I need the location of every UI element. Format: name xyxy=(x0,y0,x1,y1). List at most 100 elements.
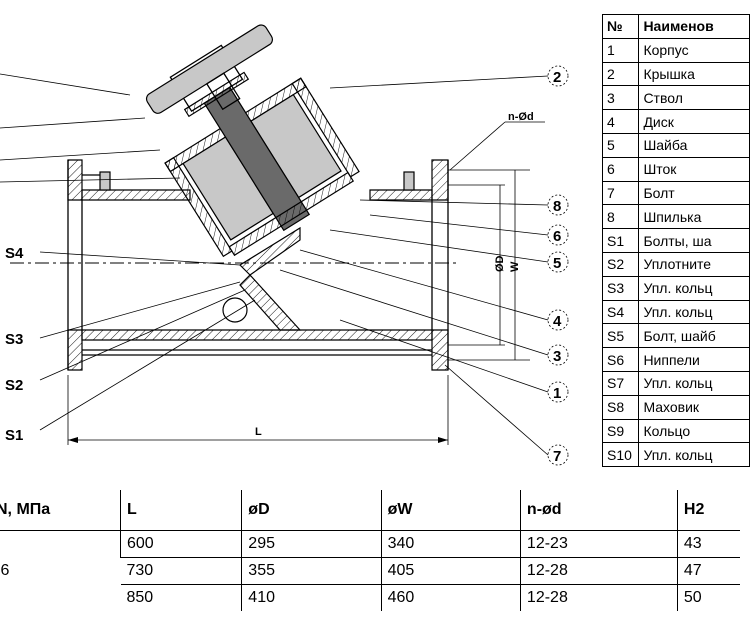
handwheel xyxy=(145,24,273,114)
part-no: 8 xyxy=(601,204,640,230)
part-name: Упл. кольц xyxy=(638,370,750,396)
part-no: S3 xyxy=(601,275,640,301)
dims-header-h2: H2 xyxy=(676,490,740,531)
part-no: S9 xyxy=(601,418,640,444)
dim-cell: 295 xyxy=(241,530,382,558)
dim-cell: 43 xyxy=(676,530,740,558)
dimensions-table: N, МПа L øD øW n-ød H2 ,6 600 295 340 12… xyxy=(0,490,740,611)
part-name: Шпилька xyxy=(638,204,750,230)
dims-header-nd: n-ød xyxy=(519,490,678,531)
part-name: Ниппели xyxy=(638,347,750,372)
part-no: S5 xyxy=(601,323,640,349)
dim-cell: 355 xyxy=(241,557,382,585)
part-no: S10 xyxy=(601,442,640,468)
table-row: ,6 600 295 340 12-23 43 xyxy=(0,530,740,611)
part-no: 1 xyxy=(601,37,640,63)
dim-cell: 50 xyxy=(676,584,740,611)
valve-body xyxy=(67,159,449,371)
left-callout-leaders xyxy=(0,73,256,431)
od-label: ØD xyxy=(494,255,506,272)
parts-header-no: № xyxy=(601,14,640,39)
callout-7: 7 xyxy=(553,448,561,465)
part-name: Болты, ша xyxy=(638,228,750,253)
callout-3: 3 xyxy=(553,348,561,365)
part-no: S2 xyxy=(601,251,640,277)
part-no: S8 xyxy=(601,394,640,420)
dim-cell: 460 xyxy=(380,584,521,611)
dims-header-row: N, МПа L øD øW n-ød H2 xyxy=(0,490,740,531)
part-name: Упл. кольц xyxy=(638,442,750,468)
part-no: 4 xyxy=(601,109,640,134)
length-label: L xyxy=(255,426,262,438)
dim-cell: 12-28 xyxy=(519,557,678,585)
dims-header-od: øD xyxy=(241,490,382,531)
callout-2: 2 xyxy=(553,69,561,86)
dims-header-l: L xyxy=(119,490,242,531)
callout-1: 1 xyxy=(553,385,561,402)
callout-4: 4 xyxy=(553,313,562,330)
right-callout-circles xyxy=(547,65,569,466)
callout-s4: S4 xyxy=(5,245,24,262)
part-no: 6 xyxy=(601,156,640,182)
dims-header-ow: øW xyxy=(380,490,521,531)
part-no: 3 xyxy=(601,85,640,111)
part-no: 5 xyxy=(601,132,640,158)
part-name: Маховик xyxy=(638,394,750,420)
part-name: Шайба xyxy=(638,132,750,158)
part-no: S7 xyxy=(601,370,640,396)
dim-cell: 730 xyxy=(120,557,242,585)
nd-label: n-Ød xyxy=(508,111,534,123)
dim-cell: 410 xyxy=(241,584,382,611)
table-row: 730 355 405 12-28 47 xyxy=(0,557,740,585)
right-callout-leaders xyxy=(279,75,549,456)
part-name: Упл. кольц xyxy=(638,275,750,301)
dimension-lines xyxy=(67,121,545,445)
callout-6: 6 xyxy=(553,228,561,245)
callout-s1: S1 xyxy=(5,427,23,444)
dims-header-pn: N, МПа xyxy=(0,501,51,518)
part-no: S6 xyxy=(601,347,640,372)
part-no: S1 xyxy=(601,228,640,253)
part-name: Упл. кольц xyxy=(638,299,750,325)
dim-cell: 850 xyxy=(120,584,242,611)
callout-s2: S2 xyxy=(5,377,23,394)
dim-cell: 47 xyxy=(676,557,740,585)
part-name: Ствол xyxy=(638,85,750,111)
part-name: Корпус xyxy=(638,37,750,63)
callout-5: 5 xyxy=(553,255,561,272)
table-row: 850 410 460 12-28 50 xyxy=(0,584,740,611)
callout-8: 8 xyxy=(553,198,561,215)
part-name: Шток xyxy=(638,156,750,182)
dim-cell: 600 xyxy=(119,530,242,558)
dim-cell: 340 xyxy=(380,530,521,558)
flange-bolts xyxy=(99,171,415,191)
pn-value: ,6 xyxy=(0,530,121,611)
part-name: Кольцо xyxy=(638,418,750,444)
dim-cell: 12-23 xyxy=(519,530,678,558)
parts-header-name: Наименов xyxy=(638,14,750,39)
part-no: 2 xyxy=(601,61,640,87)
part-name: Крышка xyxy=(638,61,750,87)
part-no: S4 xyxy=(601,299,640,325)
ow-label: W xyxy=(509,261,521,272)
valve-section-drawing: n-Ød ØD W L S4 S3 S2 S1 2 8 6 5 xyxy=(0,24,569,466)
parts-header-row: № Наименов xyxy=(601,14,750,39)
